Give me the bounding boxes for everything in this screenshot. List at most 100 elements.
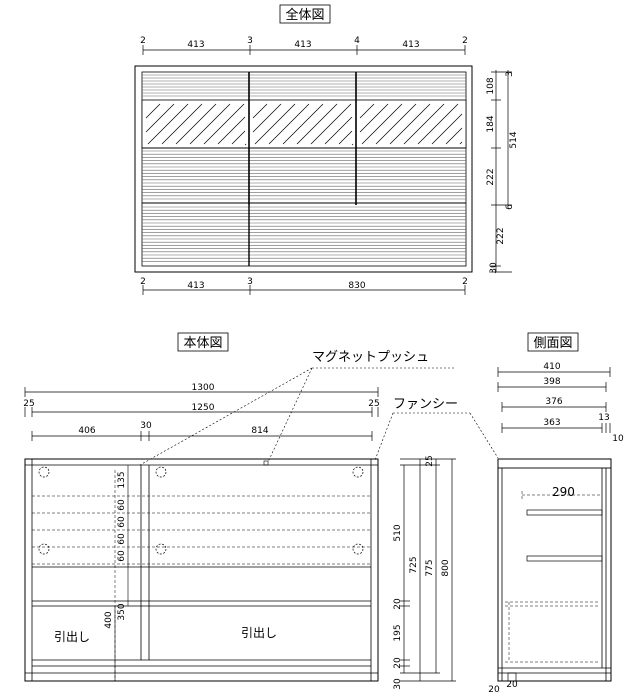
glass-hatch-line xyxy=(145,103,161,119)
dim-60-d: 60 xyxy=(117,550,127,562)
dim-25-left: 25 xyxy=(23,399,34,409)
dim-376: 376 xyxy=(545,397,562,407)
glass-hatch-line xyxy=(310,103,352,145)
glass-hatch-line xyxy=(296,103,338,145)
glass-hatch-line xyxy=(244,143,247,146)
drawer-label-left: 引出し xyxy=(54,630,90,644)
side-title: 側面図 xyxy=(533,336,572,351)
dim-right-6: 222 xyxy=(496,227,506,244)
glass-hatch-line xyxy=(375,103,417,145)
body-top-dimensions xyxy=(24,387,379,441)
dim-right-2: 184 xyxy=(486,115,496,132)
overall-top-dimensions xyxy=(142,45,466,55)
dim-top-4: 4 xyxy=(354,36,360,46)
dim-right-5: 6 xyxy=(505,204,515,210)
glass-hatch-line xyxy=(254,103,296,145)
side-dimensions xyxy=(497,367,611,433)
body-title-box: 本体図 xyxy=(177,332,229,352)
glass-hatch-line xyxy=(389,103,431,145)
dim-top-2: 3 xyxy=(247,36,253,46)
glass-hatch-line xyxy=(351,143,354,146)
dim-410: 410 xyxy=(543,362,560,372)
dim-top-1: 413 xyxy=(187,40,204,50)
body-inner-dimensions xyxy=(114,465,129,681)
dim-800: 800 xyxy=(441,559,451,576)
dim-725: 725 xyxy=(409,556,419,573)
dim-406: 406 xyxy=(78,426,95,436)
dim-right-3: 514 xyxy=(509,131,519,148)
dim-775: 775 xyxy=(425,559,435,576)
body-title: 本体図 xyxy=(183,336,222,351)
dim-30: 30 xyxy=(140,421,152,431)
glass-hatch-line xyxy=(324,116,353,145)
dim-bottom-3: 830 xyxy=(348,281,365,291)
dim-60-c: 60 xyxy=(117,533,127,545)
side-cabinet xyxy=(497,458,612,682)
glass-hatch-line xyxy=(147,103,189,145)
glass-hatch-line xyxy=(161,103,203,145)
glass-hatch-line xyxy=(403,103,445,145)
glass-hatch-line xyxy=(459,141,463,145)
dim-10: 10 xyxy=(612,434,624,444)
overall-title: 全体図 xyxy=(285,7,324,23)
dim-400: 400 xyxy=(104,611,114,628)
dim-bottom-4: 2 xyxy=(462,277,468,287)
dim-814: 814 xyxy=(251,426,268,436)
overall-cabinet xyxy=(134,65,473,273)
glass-hatch-line xyxy=(231,130,246,145)
glass-hatch-line xyxy=(268,103,310,145)
dim-60-b: 60 xyxy=(117,516,127,528)
dim-top-6: 2 xyxy=(462,36,468,46)
dim-13: 13 xyxy=(598,413,609,423)
dim-350: 350 xyxy=(117,603,127,620)
magnet-push-holes xyxy=(38,466,364,555)
glass-hatch-line xyxy=(431,113,463,145)
glass-hatch-line xyxy=(189,103,231,145)
side-inner-290: 290 xyxy=(552,485,575,499)
dim-top-0: 2 xyxy=(140,36,146,46)
glass-hatch-line xyxy=(252,103,268,119)
glass-hatch-line xyxy=(361,103,403,145)
glass-hatch-line xyxy=(145,103,175,133)
glass-hatch-line xyxy=(217,116,246,145)
body-cabinet xyxy=(24,458,379,682)
dim-right-4: 222 xyxy=(486,168,496,185)
dim-right-1: 108 xyxy=(486,77,496,94)
side-title-box: 側面図 xyxy=(527,332,579,352)
body-right-dimensions xyxy=(400,458,456,682)
drawer-label-right: 引出し xyxy=(241,626,277,640)
dim-bottom-0: 2 xyxy=(140,277,146,287)
dim-195: 195 xyxy=(393,624,403,641)
dim-bottom-1: 413 xyxy=(187,281,204,291)
glass-hatch-line xyxy=(203,103,245,145)
dim-bottom-2: 3 xyxy=(247,277,253,287)
glass-hatch-line xyxy=(252,103,282,133)
dim-510: 510 xyxy=(393,524,403,541)
side-dim-20-a: 20 xyxy=(488,685,500,695)
dim-20-b: 20 xyxy=(393,657,403,669)
glass-hatch-line xyxy=(359,103,389,133)
overall-title-box: 全体図 xyxy=(279,4,331,24)
callout-fancy: ファンシー xyxy=(393,397,458,412)
dim-60-a: 60 xyxy=(117,499,127,511)
dim-right-0: 3 xyxy=(505,71,515,77)
dim-1300: 1300 xyxy=(192,383,215,393)
dim-top-5: 413 xyxy=(402,40,419,50)
dim-135: 135 xyxy=(117,471,127,488)
dim-top-3: 413 xyxy=(294,40,311,50)
dim-30-bottom: 30 xyxy=(393,678,403,690)
side-dim-20-b: 20 xyxy=(506,680,518,690)
dim-398: 398 xyxy=(543,377,560,387)
overall-bottom-dimensions xyxy=(142,285,466,295)
dim-right-7: 30 xyxy=(489,262,499,274)
dim-20-a: 20 xyxy=(393,598,403,610)
overall-right-dimensions xyxy=(491,70,512,273)
glass-hatch-line xyxy=(445,127,463,145)
dim-25-right-side: 25 xyxy=(425,455,435,466)
dim-363: 363 xyxy=(543,418,560,428)
callout-leaders xyxy=(139,367,499,466)
glass-hatch-line xyxy=(338,130,353,145)
glass-hatch-line xyxy=(175,103,217,145)
glass-hatch-line xyxy=(359,103,375,119)
